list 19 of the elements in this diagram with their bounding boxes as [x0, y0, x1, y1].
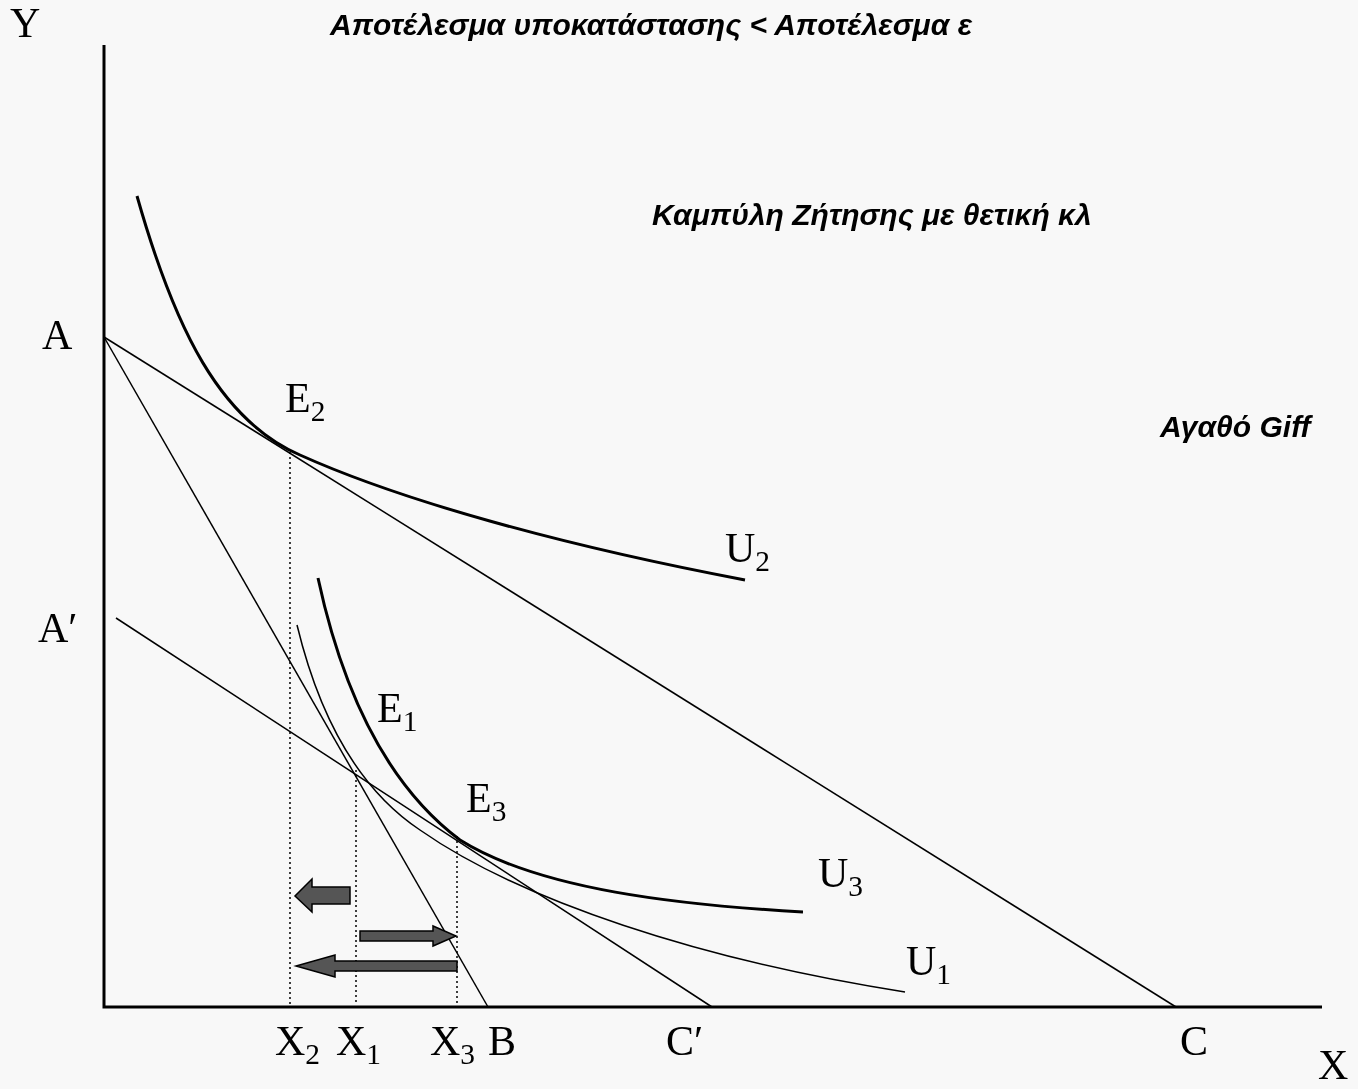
annotation: Καμπύλη Ζήτησης με θετική κλ [652, 198, 1092, 231]
annotation: Αγαθό Giff [1160, 410, 1311, 443]
tick-label: B [488, 1018, 516, 1065]
point-label: E$_{3}$ [466, 775, 507, 822]
point-label: E$_{2}$ [285, 375, 326, 422]
axis-label: X [1318, 1042, 1349, 1089]
curve-label: U$_{1}$ [906, 938, 952, 985]
tick-label: C′ [666, 1018, 704, 1065]
curve-label: U$_{2}$ [725, 525, 771, 572]
point-label: E$_{1}$ [377, 685, 418, 732]
point-label: A′ [38, 605, 78, 652]
point-label: A [42, 312, 73, 359]
tick-label: X$_{3}$ [430, 1018, 476, 1065]
heading: Αποτέλεσμα υποκατάστασης < Αποτέλεσμα ε [330, 8, 972, 41]
tick-label: X$_{2}$ [275, 1018, 321, 1065]
tick-label: X$_{1}$ [336, 1018, 382, 1065]
tick-label: C [1180, 1018, 1208, 1065]
curve-label: U$_{3}$ [818, 850, 864, 897]
axis-label: Y [10, 0, 41, 47]
